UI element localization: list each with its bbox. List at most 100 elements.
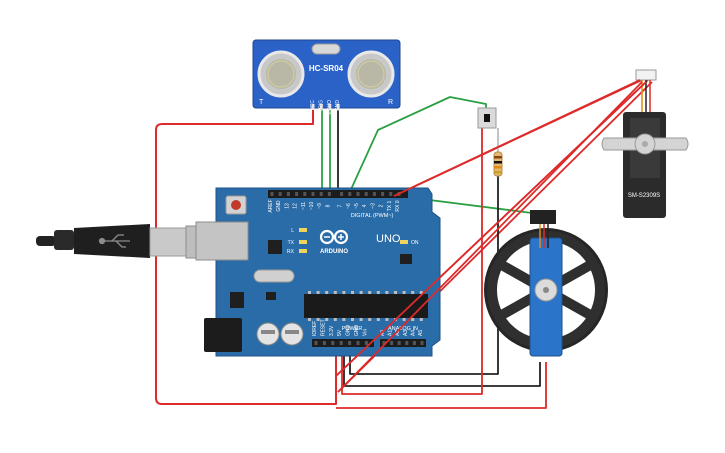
power-pin-label: GND bbox=[354, 325, 360, 337]
digital-pin-label: GND bbox=[276, 200, 282, 212]
header-pin[interactable] bbox=[348, 341, 352, 345]
header-pin[interactable] bbox=[314, 341, 318, 345]
power-pin-label: Vin bbox=[362, 329, 368, 336]
power-jack[interactable] bbox=[204, 318, 242, 352]
digital-pin-label: ~10 bbox=[309, 202, 315, 211]
digital-pin-label: 13 bbox=[284, 203, 290, 209]
digital-pin-label: AREF bbox=[268, 199, 274, 212]
wire-front-red-2[interactable] bbox=[335, 81, 647, 377]
sensor-pin[interactable] bbox=[319, 104, 323, 110]
header-pin[interactable] bbox=[286, 192, 290, 196]
wire-button-green[interactable] bbox=[347, 96, 487, 197]
servo-wheel[interactable] bbox=[484, 210, 608, 357]
digital-pin-label: 2 bbox=[379, 204, 385, 207]
header-pin[interactable] bbox=[339, 341, 343, 345]
led-tx-label: TX bbox=[288, 240, 295, 246]
wheel-servo-connector bbox=[530, 210, 556, 224]
sensor-pin[interactable] bbox=[328, 104, 332, 110]
header-pin[interactable] bbox=[389, 192, 393, 196]
sensor-pin-label: ECHO bbox=[327, 100, 333, 115]
wire-gnd-black-b[interactable] bbox=[343, 345, 541, 387]
micro-servo[interactable]: SM-S2309S bbox=[601, 69, 689, 218]
usb-chip bbox=[268, 240, 282, 254]
digital-pin-label: 12 bbox=[293, 203, 299, 209]
header-pin[interactable] bbox=[331, 341, 335, 345]
analog-pin-label: A3 bbox=[403, 330, 409, 336]
header-pin[interactable] bbox=[405, 341, 409, 345]
header-pin[interactable] bbox=[322, 341, 326, 345]
header-pin[interactable] bbox=[356, 341, 360, 345]
header-pin[interactable] bbox=[295, 192, 299, 196]
digital-pin-label: 4 bbox=[362, 204, 368, 207]
power-pin-label: 5V bbox=[337, 329, 343, 336]
header-pin[interactable] bbox=[311, 192, 315, 196]
resistor[interactable] bbox=[493, 128, 503, 177]
digital-pin-label: 7 bbox=[338, 204, 344, 207]
analog-pin-label: A4 bbox=[410, 330, 416, 336]
analog-pin-label: A2 bbox=[395, 330, 401, 336]
sensor-pin-label: TRIG bbox=[318, 100, 324, 112]
power-header[interactable] bbox=[312, 339, 374, 347]
digital-header-label: DIGITAL (PWM~) bbox=[351, 213, 394, 219]
servo-label: SM-S2309S bbox=[628, 193, 660, 199]
led-rx bbox=[299, 249, 307, 253]
header-pin[interactable] bbox=[348, 192, 352, 196]
header-pin[interactable] bbox=[340, 192, 344, 196]
header-pin[interactable] bbox=[303, 192, 307, 196]
digital-pin-label: TX 1 bbox=[387, 201, 393, 212]
analog-header[interactable] bbox=[380, 339, 426, 347]
header-pin[interactable] bbox=[270, 192, 274, 196]
sensor-pin[interactable] bbox=[311, 104, 315, 110]
wire-5v-red-b[interactable] bbox=[336, 362, 547, 409]
wire-vcc-red[interactable] bbox=[155, 108, 337, 405]
header-pin[interactable] bbox=[412, 341, 416, 345]
digital-pin-label: ~11 bbox=[301, 202, 307, 210]
digital-pin-label: RX 0 bbox=[395, 200, 401, 211]
header-pin[interactable] bbox=[372, 192, 376, 196]
analog-pin-label: A1 bbox=[388, 330, 394, 336]
sensor-pin[interactable] bbox=[336, 104, 340, 110]
sensor-pin-label: VCC bbox=[310, 100, 316, 111]
sensor-t-mark: T bbox=[259, 99, 264, 106]
atmega-chip bbox=[304, 294, 428, 318]
regulator bbox=[230, 292, 244, 308]
power-pin-label: GND bbox=[346, 325, 352, 337]
header-pin[interactable] bbox=[327, 192, 331, 196]
servo-connector bbox=[635, 69, 657, 81]
header-pin[interactable] bbox=[390, 341, 394, 345]
header-pin[interactable] bbox=[319, 192, 323, 196]
header-pin[interactable] bbox=[356, 192, 360, 196]
header-pin[interactable] bbox=[381, 192, 385, 196]
sensor-r-mark: R bbox=[388, 99, 393, 106]
arduino-logo-icon bbox=[319, 229, 349, 245]
pushbutton[interactable] bbox=[477, 107, 497, 129]
digital-pin-label: ~9 bbox=[317, 203, 323, 209]
sensor-label: HC-SR04 bbox=[309, 64, 344, 73]
digital-pin-label: ~5 bbox=[354, 203, 360, 209]
analog-header-label: ANALOG IN bbox=[388, 326, 418, 332]
digital-pin-label: 8 bbox=[325, 204, 331, 207]
power-pin-label: 3.3V bbox=[329, 325, 335, 336]
usb-icon bbox=[98, 234, 130, 248]
led-rx-label: RX bbox=[287, 249, 295, 255]
led-tx bbox=[299, 240, 307, 244]
header-pin[interactable] bbox=[364, 341, 368, 345]
header-pin[interactable] bbox=[420, 341, 424, 345]
sensor-pin-label: GND bbox=[335, 100, 341, 112]
header-pin[interactable] bbox=[382, 341, 386, 345]
led-l bbox=[299, 228, 307, 232]
usb-port[interactable] bbox=[195, 221, 249, 261]
analog-pin-label: A0 bbox=[380, 330, 386, 336]
header-pin[interactable] bbox=[278, 192, 282, 196]
header-pin[interactable] bbox=[397, 341, 401, 345]
power-header-label: POWER bbox=[342, 326, 363, 332]
digital-header[interactable] bbox=[268, 190, 408, 198]
power-pin-label: IOREF bbox=[312, 321, 318, 336]
digital-pin-label: ~3 bbox=[370, 203, 376, 209]
wire-front-red-3[interactable] bbox=[393, 79, 641, 197]
header-pin[interactable] bbox=[364, 192, 368, 196]
